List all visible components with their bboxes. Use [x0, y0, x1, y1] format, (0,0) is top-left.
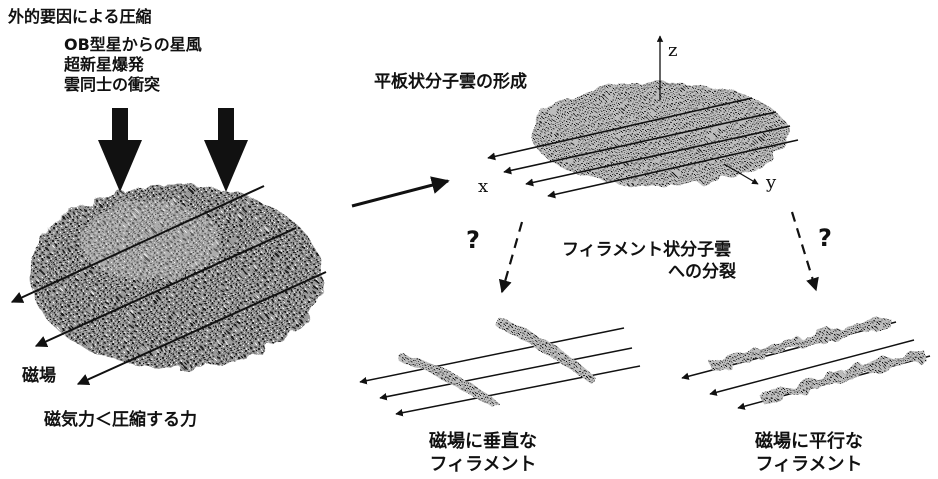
- compression-arrow-left: [98, 108, 142, 192]
- fragmentation-label-line2: への分裂: [668, 262, 736, 282]
- transition-arrow: [351, 176, 450, 208]
- perpendicular-label-line2: フィラメント: [429, 454, 537, 475]
- fragmentation-label-line1: フィラメント状分子雲: [562, 240, 732, 260]
- cause-supernova: 超新星爆発: [64, 55, 145, 74]
- magnetic-field-lines-left: [10, 185, 327, 386]
- question-mark-left: ?: [466, 226, 480, 254]
- force-relation-label: 磁気力＜圧縮する力: [44, 410, 197, 430]
- sheet-cloud-label: 平板状分子雲の形成: [374, 72, 527, 92]
- perpendicular-label-line1: 磁場に垂直な: [429, 431, 537, 452]
- compressed-cloud: [30, 184, 322, 368]
- cause-stellar-wind: OB型星からの星風: [64, 35, 202, 54]
- cause-cloud-collision: 雲同士の衝突: [64, 75, 161, 94]
- compression-arrow-right: [204, 108, 248, 192]
- sheet-cloud: [532, 82, 788, 186]
- compression-title: 外的要因による圧縮: [8, 7, 152, 26]
- axis-z-label: z: [668, 40, 678, 61]
- magnetic-field-lines-sheet: [487, 97, 799, 199]
- filaments-perpendicular: [359, 318, 641, 417]
- parallel-label-line1: 磁場に平行な: [755, 431, 863, 452]
- fragmentation-arrows: [498, 211, 819, 294]
- coordinate-axes: [656, 35, 759, 185]
- parallel-label-line2: フィラメント: [755, 454, 863, 475]
- magnetic-field-label: 磁場: [22, 366, 56, 386]
- axis-y-label: y: [766, 172, 777, 193]
- axis-x-label: x: [478, 176, 489, 197]
- filaments-parallel: [681, 318, 931, 410]
- question-mark-right: ?: [818, 224, 832, 252]
